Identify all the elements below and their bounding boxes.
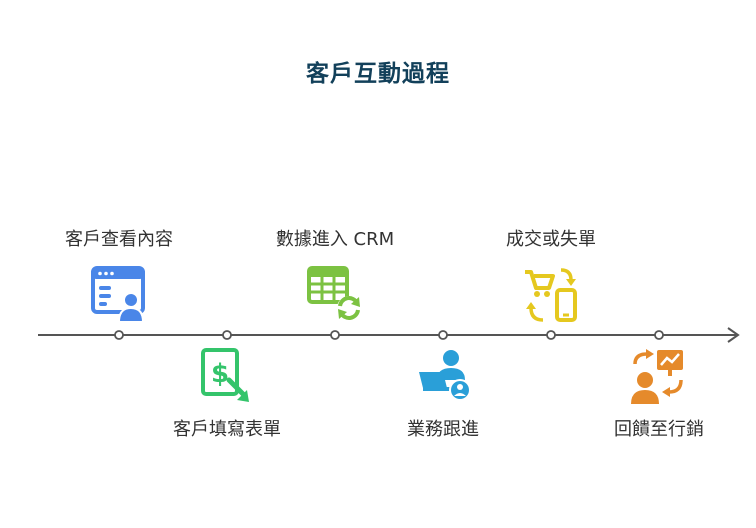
page-title: 客戶互動過程 <box>306 61 450 87</box>
timeline-node-1 <box>114 330 124 340</box>
timeline-node-4 <box>438 330 448 340</box>
step-label-3: 數據進入 CRM <box>275 229 395 250</box>
step-label-2: 客戶填寫表單 <box>173 419 281 440</box>
sales-follow-up-icon <box>419 350 471 401</box>
customer-view-content-icon <box>91 266 145 323</box>
timeline-node-2 <box>222 330 232 340</box>
deal-outcome-icon <box>525 268 577 322</box>
crm-data-sync-icon <box>307 266 361 320</box>
step-label-1: 客戶查看內容 <box>65 229 173 250</box>
feedback-marketing-icon <box>631 349 683 404</box>
timeline-node-6 <box>654 330 664 340</box>
step-label-5: 成交或失單 <box>506 229 596 250</box>
fill-form-icon: $ <box>201 348 249 402</box>
step-label-6: 回饋至行銷 <box>614 419 704 440</box>
timeline-node-3 <box>330 330 340 340</box>
svg-text:$: $ <box>211 359 229 389</box>
step-label-4: 業務跟進 <box>407 419 479 440</box>
axis-arrowhead <box>727 327 740 343</box>
timeline-node-5 <box>546 330 556 340</box>
